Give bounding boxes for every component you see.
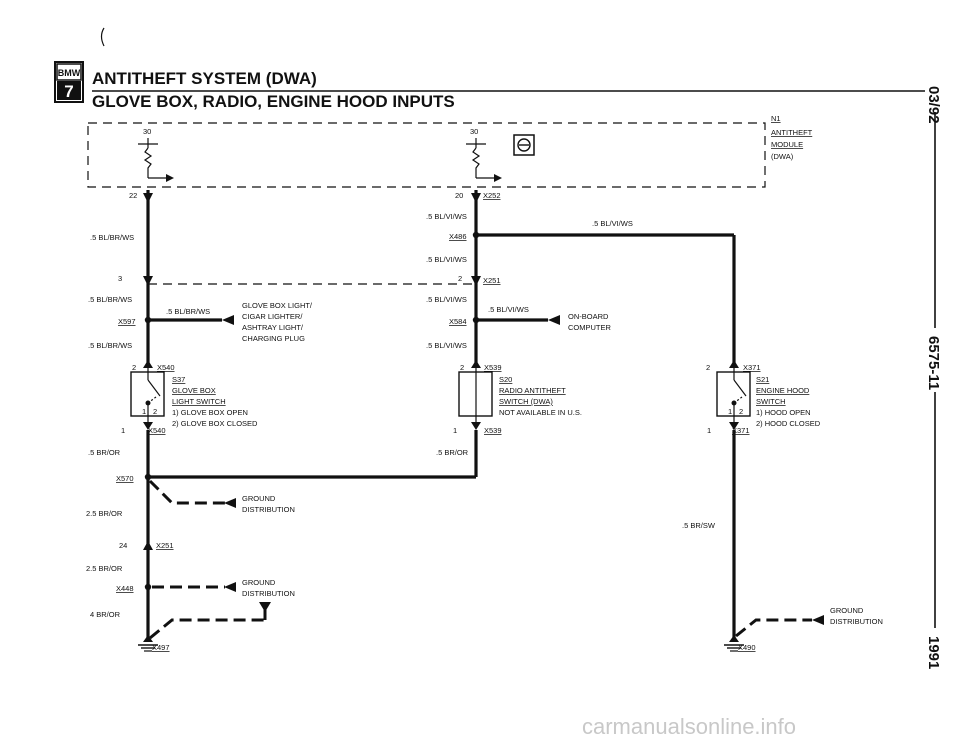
component-label: SWITCH (DWA) (499, 397, 553, 406)
wire-label: .5 BL/BR/WS (88, 341, 132, 350)
wire-label: 2.5 BR/OR (86, 564, 123, 573)
splice-label: X448 (116, 584, 134, 593)
splice-label: X584 (449, 317, 467, 326)
pin-label: 2 (458, 274, 462, 283)
component-label: LIGHT SWITCH (172, 397, 226, 406)
page-title: ANTITHEFT SYSTEM (DWA) (92, 69, 317, 88)
ground-label: DISTRIBUTION (242, 589, 295, 598)
wire-label: .5 BR/OR (436, 448, 469, 457)
component-label: CHARGING PLUG (242, 334, 305, 343)
pin-label: 2 (739, 407, 743, 416)
pin-label: 1 (121, 426, 125, 435)
wire-label: .5 BL/VI/WS (426, 212, 467, 221)
ground-label: GROUND (242, 578, 276, 587)
bmw-logo: BMW 7 (54, 61, 84, 103)
ground-point-label: X497 (152, 643, 170, 652)
ground-label: GROUND (830, 606, 864, 615)
ground-link-1 (148, 479, 225, 505)
pin-label: 1 (707, 426, 711, 435)
wire-label: 2.5 BR/OR (86, 509, 123, 518)
pin-label: 22 (129, 191, 137, 200)
side-year: 1991 (925, 636, 942, 669)
wire-label: .5 BR/OR (88, 448, 121, 457)
module-name: ANTITHEFT (771, 128, 813, 137)
component-label: SWITCH (756, 397, 786, 406)
component-label: 2) HOOD CLOSED (756, 419, 821, 428)
component-label: ENGINE HOOD (756, 386, 810, 395)
connector-label: X371 (732, 426, 750, 435)
connector-label: X540 (157, 363, 175, 372)
pin-label: 2 (460, 363, 464, 372)
module-name: MODULE (771, 140, 803, 149)
logo-series: 7 (64, 82, 73, 101)
switch-s37: 1 2 (130, 360, 165, 430)
pin-label: 1 (142, 407, 146, 416)
connector-label: X539 (484, 426, 502, 435)
component-label: ASHTRAY LIGHT/ (242, 323, 304, 332)
component-id: S37 (172, 375, 185, 384)
ground-return (149, 618, 265, 640)
logo-text: BMW (58, 68, 81, 78)
switch-s21: 1 2 (716, 360, 751, 430)
component-label: 1) GLOVE BOX OPEN (172, 408, 248, 417)
ground-label: DISTRIBUTION (242, 505, 295, 514)
pin-label: 2 (706, 363, 710, 372)
pin-label: 1 (728, 407, 732, 416)
pin-label: 3 (118, 274, 122, 283)
pin-label: 30 (470, 127, 478, 136)
component-label: 2) GLOVE BOX CLOSED (172, 419, 258, 428)
module-name: (DWA) (771, 152, 794, 161)
splice-label: X597 (118, 317, 136, 326)
connector-label: X539 (484, 363, 502, 372)
component-label: 1) HOOD OPEN (756, 408, 811, 417)
component-label: GLOVE BOX LIGHT/ (242, 301, 313, 310)
side-page-number: 6575-11 (925, 336, 942, 390)
module-id: N1 (771, 114, 781, 123)
wire-label: .5 BL/VI/WS (426, 295, 467, 304)
component-id: S21 (756, 375, 769, 384)
splice-label: X570 (116, 474, 134, 483)
wire-label: .5 BL/BR/WS (166, 307, 210, 316)
ground-point-label: X490 (738, 643, 756, 652)
component-label: GLOVE BOX (172, 386, 216, 395)
pin-label: 2 (153, 407, 157, 416)
pin-label: 1 (453, 426, 457, 435)
component-label: CIGAR LIGHTER/ (242, 312, 303, 321)
pin-label: 2 (132, 363, 136, 372)
component-label: RADIO ANTITHEFT (499, 386, 566, 395)
connector-label: X540 (148, 426, 166, 435)
side-date: 03/92 (925, 86, 942, 124)
scan-mark (100, 27, 105, 47)
component-label: NOT AVAILABLE IN U.S. (499, 408, 582, 417)
component-label: ON-BOARD (568, 312, 609, 321)
connector-label: X251 (483, 276, 501, 285)
ground-label: GROUND (242, 494, 276, 503)
pin-label: 30 (143, 127, 151, 136)
wire-label: 4 BR/OR (90, 610, 121, 619)
connector-label: X371 (743, 363, 761, 372)
component-label: COMPUTER (568, 323, 612, 332)
pin-label: 20 (455, 191, 463, 200)
component-id: S20 (499, 375, 512, 384)
wire-label: .5 BL/VI/WS (426, 255, 467, 264)
wire-label: .5 BL/BR/WS (90, 233, 134, 242)
page-subtitle: GLOVE BOX, RADIO, ENGINE HOOD INPUTS (92, 92, 455, 111)
wire-label: .5 BR/SW (682, 521, 716, 530)
wire-label: .5 BL/BR/WS (88, 295, 132, 304)
wire-label: .5 BL/VI/WS (426, 341, 467, 350)
connector-label: X252 (483, 191, 501, 200)
ground-link-3 (735, 618, 812, 638)
wire-label: .5 BL/VI/WS (488, 305, 529, 314)
ground-label: DISTRIBUTION (830, 617, 883, 626)
wire-label: .5 BL/VI/WS (592, 219, 633, 228)
pin-label: 24 (119, 541, 127, 550)
module-box: 30 30 (87, 122, 766, 188)
switch-s20 (458, 360, 493, 430)
splice-label: X486 (449, 232, 467, 241)
connector-label: X251 (156, 541, 174, 550)
watermark: carmanualsonline.info (582, 714, 796, 739)
